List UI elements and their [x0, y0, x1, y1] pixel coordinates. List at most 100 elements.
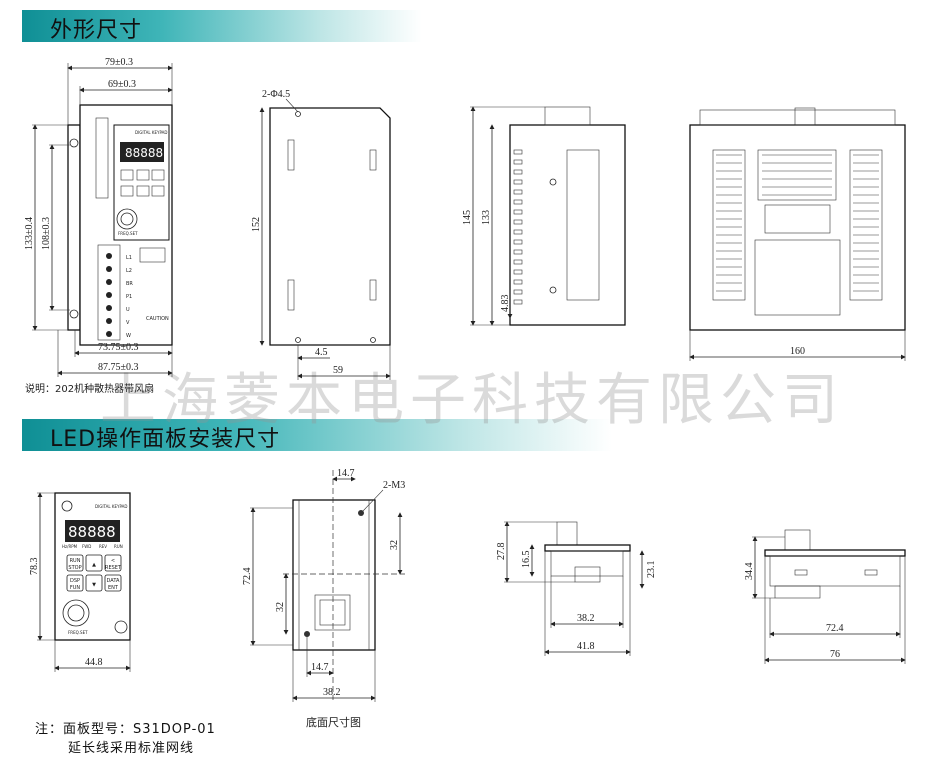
terminal-screw: [106, 279, 112, 285]
dimension-label: 34.4: [744, 563, 755, 581]
heatsink-fin: [513, 289, 523, 295]
dimension-label: FWD: [82, 544, 91, 549]
front-view-drawing: 88888 DIGITAL KEYPAD FREQ.SET L1L2BRP1UV…: [24, 57, 173, 395]
dimension-label: 44.8: [85, 657, 103, 668]
keypad-button-label: STOP: [68, 565, 81, 571]
keypad-button-label: DSP: [70, 578, 80, 584]
dimension-label: 59: [333, 365, 343, 376]
terminal-screw: [106, 266, 112, 272]
keypad-button-label: ▲: [92, 562, 96, 568]
dimension-label: 79±0.3: [105, 57, 133, 68]
dimension-label: 87.75±0.3: [98, 362, 139, 373]
keypad-button-label: FUN: [70, 585, 81, 591]
side-plate-drawing: 2-Φ4.5 152 4.5 59: [251, 89, 391, 380]
keypad-button: [85, 574, 103, 592]
keypad-button-label: RESET: [105, 565, 122, 571]
dimension-label: 32: [389, 540, 400, 550]
dimension-label: FREQ.SET: [118, 231, 138, 236]
dimension-label: 38.2: [577, 613, 595, 624]
keypad-side-drawing: 27.8 16.5 23.1 38.2 41.8: [496, 521, 657, 656]
heatsink-fin: [513, 249, 523, 255]
dimension-label: Hz/RPM: [62, 544, 78, 549]
heatsink-fin: [513, 169, 523, 175]
heatsink-fin: [513, 149, 523, 155]
terminal-label: BR: [126, 281, 133, 287]
note-model: 注：面板型号：S31DOP-01: [35, 722, 216, 737]
dimension-label: 2-M3: [383, 480, 405, 491]
keypad-button: [85, 554, 103, 572]
dimension-label: 76: [830, 649, 840, 660]
heatsink-fin: [513, 189, 523, 195]
dimension-label: 152: [251, 217, 262, 232]
dimension-label: RUN: [114, 544, 123, 549]
dimension-label: 133±0.4: [24, 217, 35, 250]
heatsink-fin: [513, 269, 523, 275]
dimension-label: 23.1: [646, 561, 657, 579]
keypad-side2-drawing: 34.4 72.4 76: [744, 529, 906, 664]
terminal-label: L1: [126, 255, 132, 261]
heatsink-fin: [513, 199, 523, 205]
dimension-label: 69±0.3: [108, 79, 136, 90]
keypad-button-label: <: [111, 558, 115, 564]
note-cable: 延长线采用标准网线: [68, 741, 195, 756]
dimension-label: 说明：202机种散热器带风扇: [25, 382, 154, 395]
heatsink-fin: [513, 279, 523, 285]
dimension-label: 2-Φ4.5: [262, 89, 290, 100]
keypad-button: [104, 574, 122, 592]
dimension-label: 72.4: [826, 623, 844, 634]
heatsink-fin: [513, 219, 523, 225]
dimension-label: 88888: [68, 523, 116, 541]
keypad-button: [66, 554, 84, 572]
dimension-label: 4.5: [315, 347, 328, 358]
dimension-label: 14.7: [311, 662, 329, 673]
bottom-view-drawing: 14.7 2-M3 32 72.4 32 14.7 38.2 底面尺寸图: [242, 468, 405, 729]
dimension-label: 38.2: [323, 687, 341, 698]
watermark: 上海菱本电子科技有限公司: [100, 368, 844, 433]
terminal-label: U: [126, 307, 130, 313]
dimension-label: 72.4: [242, 568, 253, 586]
section-title: LED操作面板安装尺寸: [50, 427, 281, 452]
section-header-keypad: LED操作面板安装尺寸: [22, 419, 612, 452]
dimension-label: 16.5: [521, 551, 532, 569]
terminal-screw: [106, 292, 112, 298]
terminal-screw: [106, 318, 112, 324]
section-title: 外形尺寸: [50, 18, 143, 43]
terminal-screw: [106, 305, 112, 311]
dimension-label: 108±0.3: [41, 217, 52, 250]
heatsink-fin: [513, 229, 523, 235]
dimension-label: 14.7: [337, 468, 355, 479]
keypad-button-label: ENT: [108, 585, 119, 591]
keypad-button-label: DATA: [107, 578, 120, 584]
side-view-drawing: 145 133 4.83: [462, 106, 626, 326]
dimension-label: REV: [99, 544, 107, 549]
terminal-label: P1: [126, 294, 132, 300]
dimension-label: 27.8: [496, 543, 507, 561]
heatsink-fin: [513, 259, 523, 265]
section-header-dimensions: 外形尺寸: [22, 10, 422, 43]
keypad-button: [104, 554, 122, 572]
dimension-label: 41.8: [577, 641, 595, 652]
heatsink-fin: [513, 299, 523, 305]
dimension-label: FREQ.SET: [68, 630, 88, 635]
dimension-label: 88888: [125, 146, 163, 160]
dimension-label: 底面尺寸图: [306, 715, 361, 729]
dimension-label: 32: [275, 602, 286, 612]
heatsink-fin: [513, 179, 523, 185]
dimension-label: 73.75±0.3: [98, 342, 139, 353]
dimension-label: DIGITAL KEYPAD: [95, 504, 127, 509]
dimension-label: 160: [790, 346, 805, 357]
dimension-label: 145: [462, 210, 473, 225]
dimension-label: DIGITAL KEYPAD: [135, 130, 167, 135]
keypad-front-drawing: DIGITAL KEYPAD 88888 Hz/RPM FWD REV RUN …: [29, 492, 131, 672]
rear-view-drawing: 160: [689, 107, 906, 361]
terminal-screw: [106, 253, 112, 259]
heatsink-fin: [513, 159, 523, 165]
keypad-button-label: RUN: [70, 558, 81, 564]
heatsink-fin: [513, 239, 523, 245]
dimension-label: 133: [481, 210, 492, 225]
keypad-button: [66, 574, 84, 592]
heatsink-fin: [513, 209, 523, 215]
terminal-screw: [106, 331, 112, 337]
keypad-button-label: ▼: [92, 582, 96, 588]
terminal-label: L2: [126, 268, 132, 274]
